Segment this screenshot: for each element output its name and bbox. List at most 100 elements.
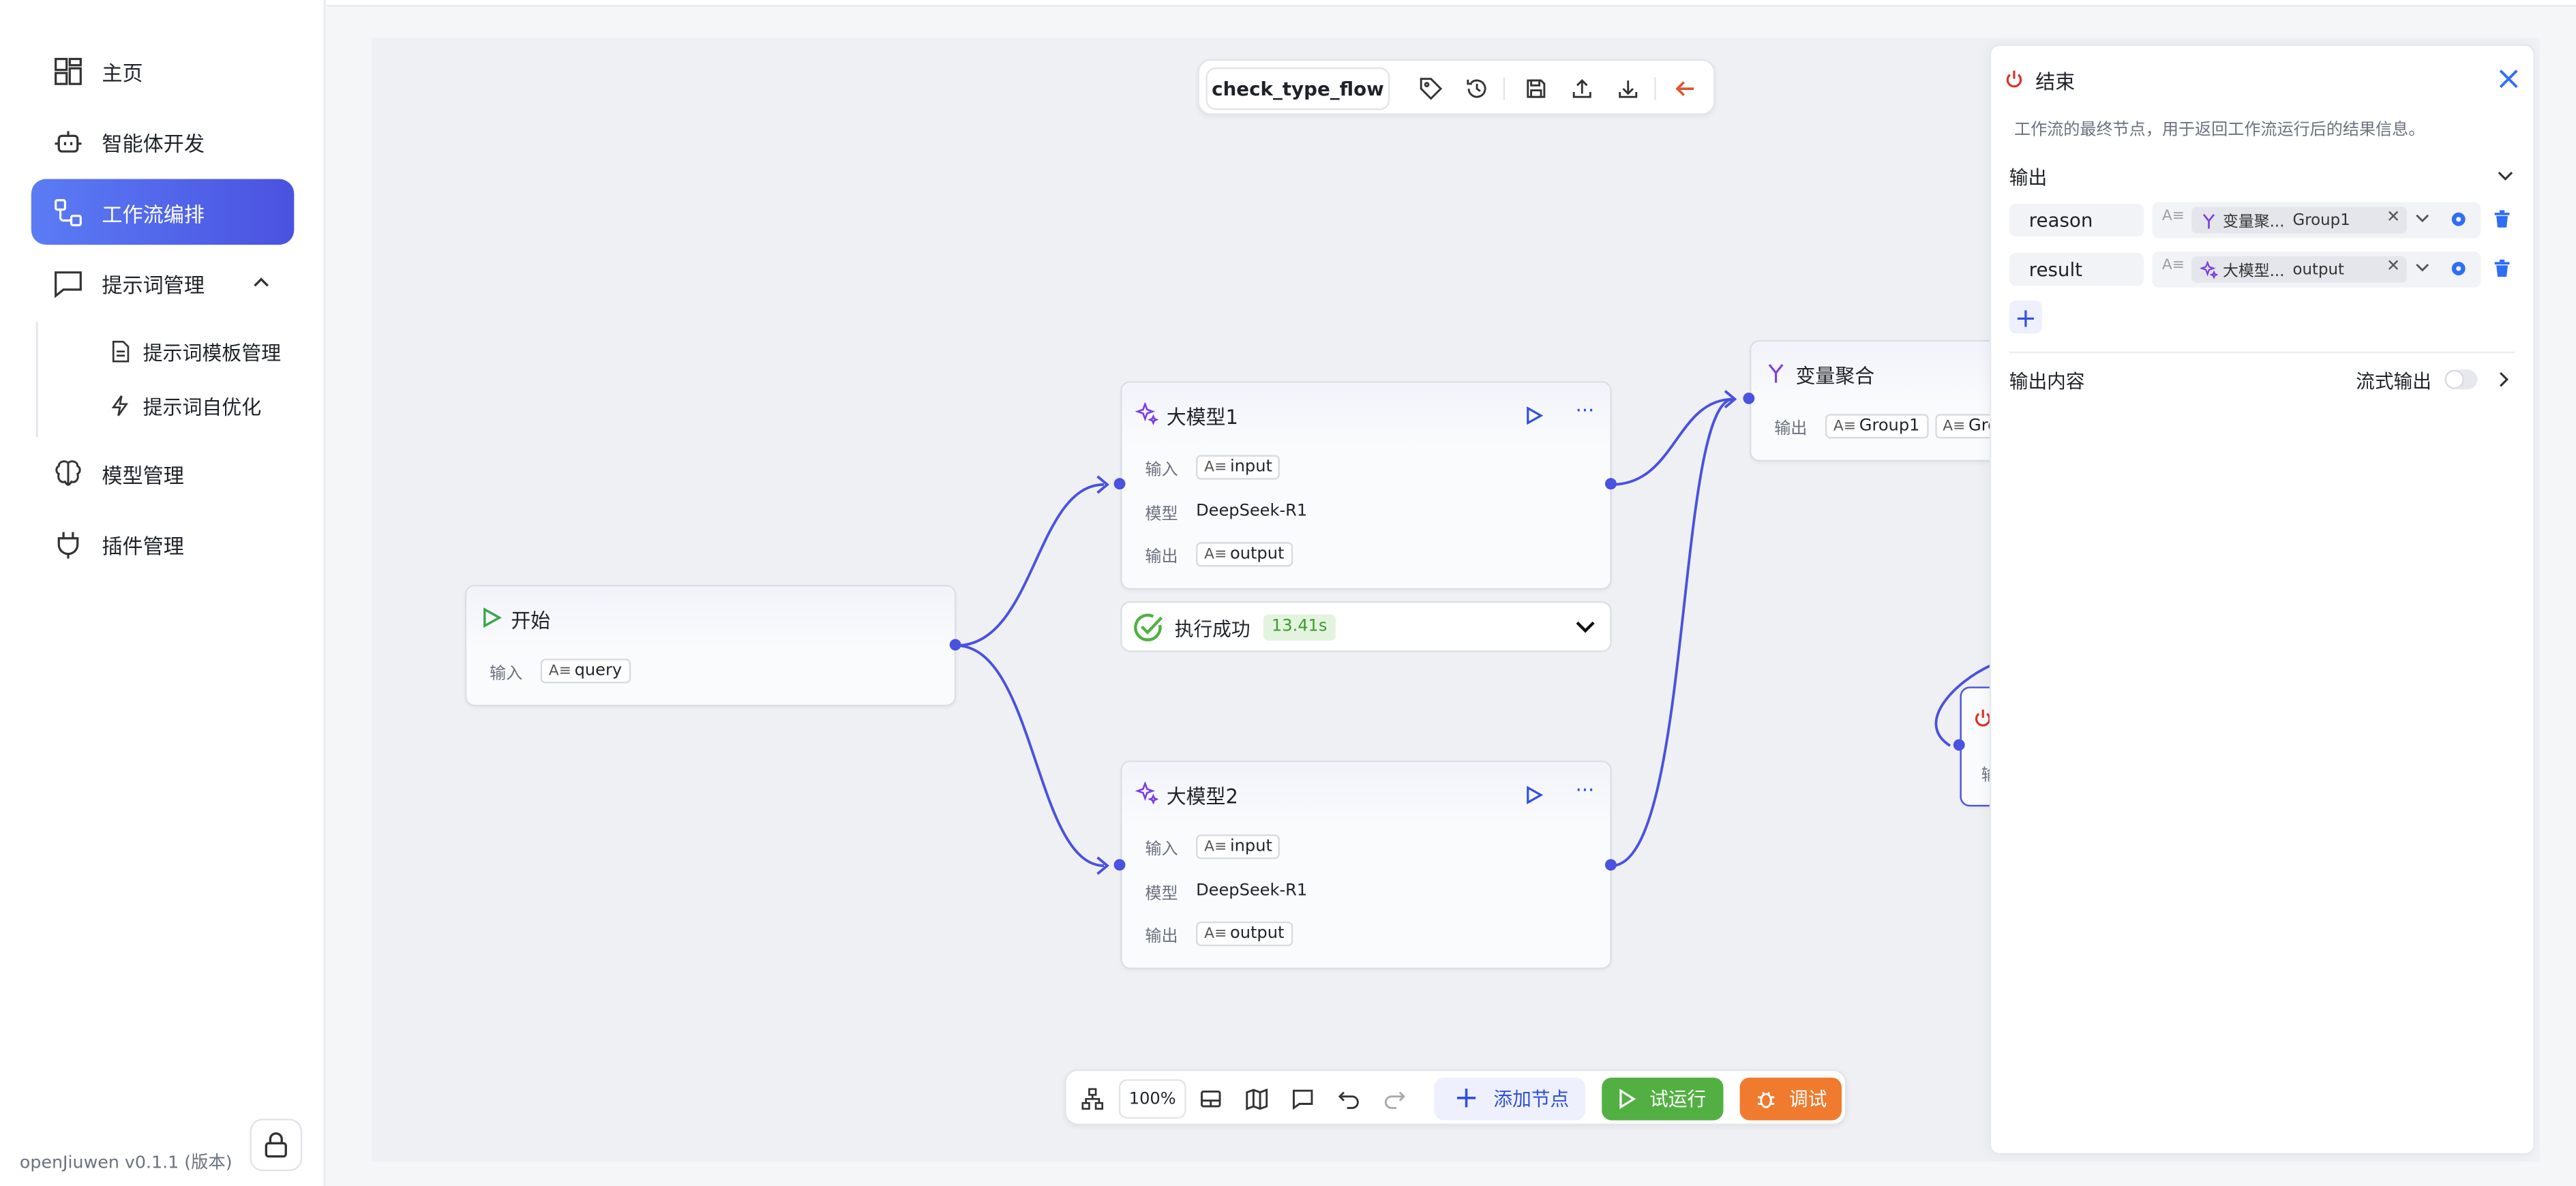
- output-source-select[interactable]: A≡ 大模型... output ✕: [2152, 251, 2481, 288]
- download-icon: [1619, 80, 1638, 98]
- minimap-button[interactable]: [1242, 1084, 1272, 1114]
- clear-icon[interactable]: ✕: [2386, 258, 2401, 276]
- input-label: 输入: [1145, 461, 1178, 480]
- output-name-field[interactable]: result: [2009, 253, 2144, 286]
- chevron-down-icon[interactable]: [2415, 213, 2430, 223]
- run-node-icon[interactable]: [1525, 406, 1544, 425]
- sidebar-item-workflow[interactable]: 工作流编排: [31, 179, 295, 245]
- debug-button[interactable]: 调试: [1739, 1077, 1842, 1121]
- download-button[interactable]: [1613, 74, 1643, 103]
- run-status-bar[interactable]: 执行成功 13.41s: [1120, 601, 1612, 652]
- top-bar: [327, 0, 2576, 7]
- try-run-label: 试运行: [1649, 1087, 1707, 1111]
- llm1-output-port[interactable]: [1605, 478, 1617, 490]
- sidebar-item-label: 智能体开发: [102, 130, 205, 155]
- chevron-down-icon[interactable]: [2497, 171, 2513, 183]
- upload-button[interactable]: [1568, 74, 1597, 103]
- string-type-icon: A≡: [1204, 838, 1227, 855]
- back-button[interactable]: [1671, 74, 1700, 103]
- end-input-port[interactable]: [1953, 739, 1965, 751]
- llm1-node[interactable]: 大模型1 ··· 输入 A≡input 模型 DeepSeek-R1 输出 A≡…: [1120, 381, 1612, 590]
- submenu-divider: [36, 322, 38, 438]
- string-type-icon: A≡: [1204, 459, 1227, 476]
- sparkle-icon: [1135, 402, 1158, 425]
- close-icon[interactable]: [2497, 67, 2520, 91]
- save-icon: [1527, 79, 1546, 98]
- sidebar-subitem-prompt-optimize[interactable]: 提示词自优化: [108, 386, 261, 425]
- add-node-button[interactable]: + 添加节点: [1434, 1077, 1586, 1121]
- undo-button[interactable]: [1334, 1084, 1363, 1114]
- run-node-icon[interactable]: [1525, 785, 1544, 805]
- llm1-input-port[interactable]: [1113, 478, 1126, 490]
- output-label: 输出: [1774, 420, 1808, 439]
- more-icon[interactable]: ···: [1575, 778, 1595, 802]
- start-output-port[interactable]: [949, 639, 961, 651]
- history-button[interactable]: [1462, 74, 1491, 103]
- string-type-icon: A≡: [1204, 926, 1227, 943]
- gear-icon[interactable]: [2449, 260, 2468, 278]
- source-chip: 变量聚... Group1 ✕: [2191, 207, 2407, 234]
- debug-label: 调试: [1788, 1087, 1827, 1111]
- comment-button[interactable]: [1288, 1084, 1317, 1114]
- sparkle-icon: [1135, 782, 1158, 805]
- run-status-text: 执行成功: [1174, 618, 1250, 641]
- add-output-button[interactable]: +: [2009, 301, 2042, 334]
- output-label: 输出: [1145, 928, 1178, 947]
- delete-icon[interactable]: [2494, 210, 2511, 228]
- chevron-down-icon[interactable]: [1576, 620, 1596, 636]
- back-arrow-icon: [1675, 81, 1694, 97]
- add-node-label: 添加节点: [1493, 1087, 1570, 1111]
- divider: [1654, 77, 1656, 101]
- auto-layout-button[interactable]: [1078, 1084, 1107, 1114]
- chevron-up-icon[interactable]: [253, 276, 269, 289]
- brain-icon: [55, 460, 81, 486]
- dashboard-icon: [55, 57, 82, 85]
- sidebar-subitem-label: 提示词模板管理: [143, 341, 282, 364]
- plus-icon: +: [1454, 1080, 1479, 1116]
- sidebar-item-home[interactable]: 主页: [31, 37, 295, 103]
- sidebar-item-model-mgmt[interactable]: 模型管理: [31, 440, 295, 506]
- node-title: 大模型2: [1166, 785, 1238, 808]
- chevron-right-icon[interactable]: [2499, 371, 2509, 388]
- sidebar-item-agent-dev[interactable]: 智能体开发: [31, 108, 295, 174]
- sidebar-item-label: 提示词管理: [102, 271, 205, 296]
- llm2-node[interactable]: 大模型2 ··· 输入 A≡input 模型 DeepSeek-R1 输出 A≡…: [1120, 760, 1612, 969]
- chat-icon: [55, 271, 82, 299]
- start-node[interactable]: 开始 输入 A≡query: [464, 584, 957, 707]
- aggregate-input-port[interactable]: [1743, 392, 1755, 404]
- delete-icon[interactable]: [2494, 259, 2511, 278]
- lock-icon: [265, 1132, 287, 1158]
- redo-button[interactable]: [1380, 1084, 1409, 1114]
- history-icon: [1467, 79, 1486, 98]
- flow-name[interactable]: check_type_flow: [1205, 67, 1390, 110]
- undo-icon: [1338, 1091, 1359, 1109]
- sidebar-item-prompt-mgmt[interactable]: 提示词管理: [31, 249, 295, 315]
- sidebar-item-plugin-mgmt[interactable]: 插件管理: [31, 511, 295, 577]
- more-icon[interactable]: ···: [1575, 399, 1595, 423]
- string-type-icon: A≡: [548, 663, 571, 680]
- variable-tag: A≡output: [1196, 921, 1293, 947]
- plug-icon: [57, 532, 79, 559]
- stream-output-toggle[interactable]: [2444, 369, 2478, 390]
- lightning-icon: [111, 395, 129, 416]
- variable-tag: A≡Group1: [1825, 414, 1928, 439]
- chevron-down-icon[interactable]: [2415, 263, 2430, 273]
- layout-panel-icon: [1201, 1090, 1221, 1108]
- output-name-field[interactable]: reason: [2009, 203, 2144, 237]
- clear-icon[interactable]: ✕: [2386, 209, 2401, 227]
- output-source-select[interactable]: A≡ 变量聚... Group1 ✕: [2152, 202, 2481, 239]
- tag-button[interactable]: [1416, 74, 1446, 103]
- lock-button[interactable]: [250, 1119, 303, 1172]
- panel-toggle-button[interactable]: [1196, 1084, 1225, 1114]
- gear-icon[interactable]: [2449, 210, 2468, 228]
- redo-icon: [1385, 1091, 1405, 1109]
- save-button[interactable]: [1521, 74, 1551, 103]
- zoom-select[interactable]: 100%: [1118, 1079, 1186, 1119]
- llm2-output-port[interactable]: [1605, 859, 1617, 871]
- llm2-input-port[interactable]: [1113, 859, 1126, 871]
- panel-title: 结束: [2035, 70, 2076, 94]
- model-label: 模型: [1145, 506, 1178, 524]
- aggregate-node[interactable]: 变量聚合 输出 A≡Group1 A≡Group: [1750, 339, 2029, 462]
- try-run-button[interactable]: 试运行: [1602, 1077, 1724, 1121]
- sidebar-subitem-prompt-templates[interactable]: 提示词模板管理: [108, 332, 281, 371]
